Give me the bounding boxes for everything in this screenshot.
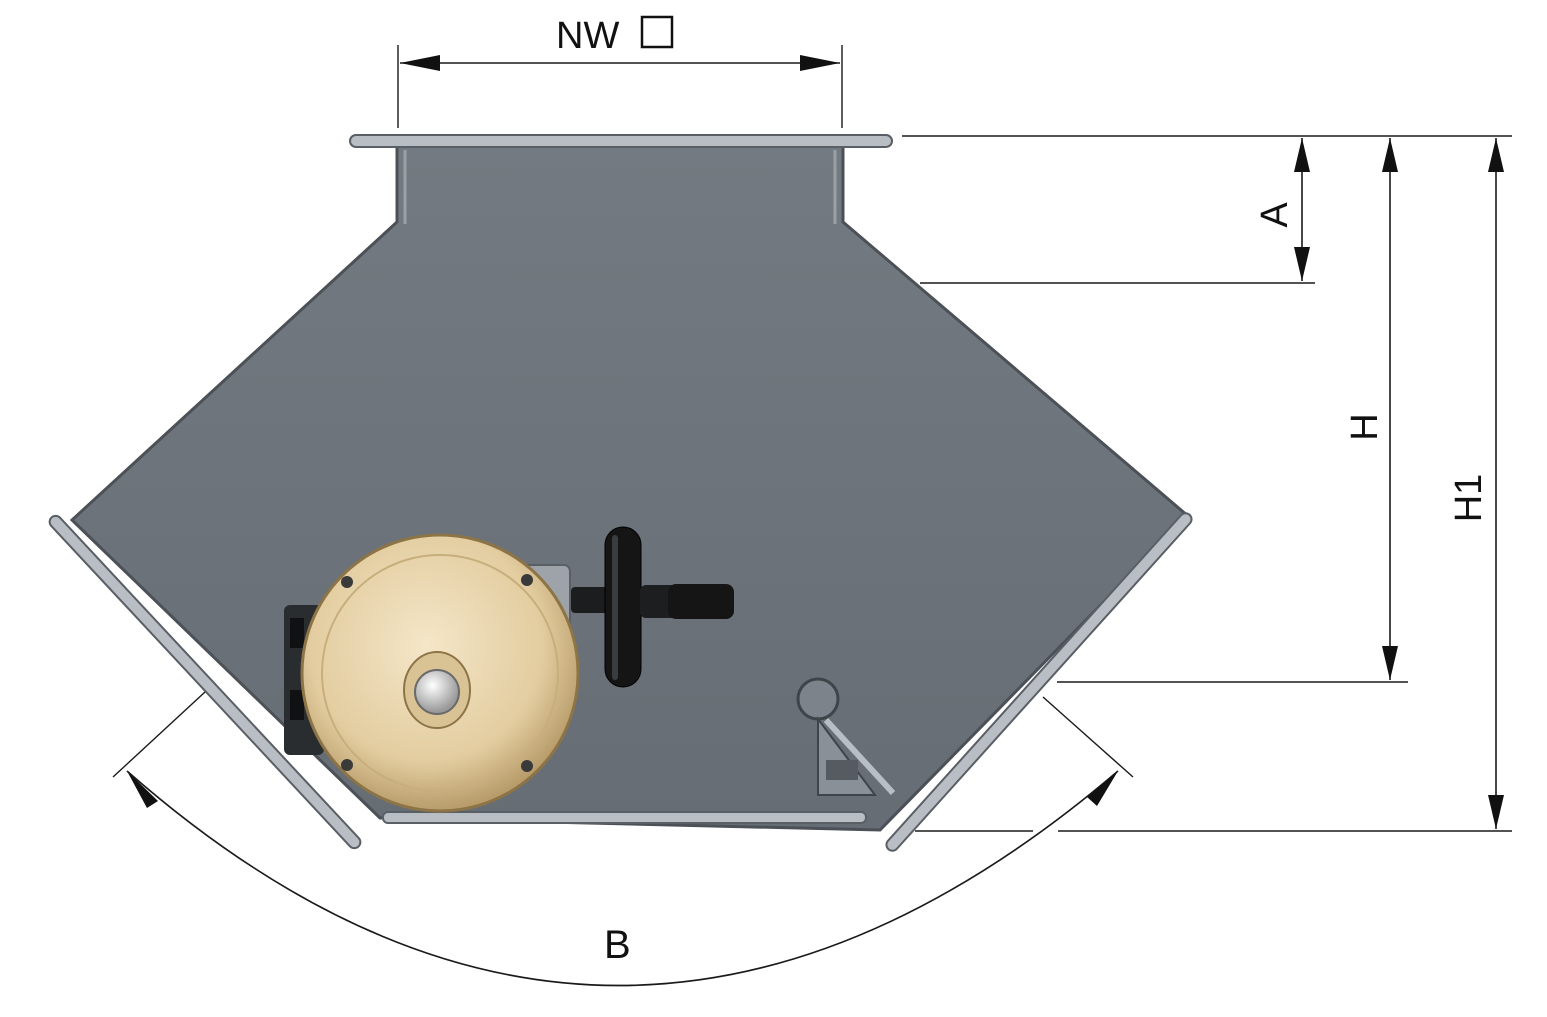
h1-label: H1 xyxy=(1448,474,1490,523)
a-label: A xyxy=(1254,202,1296,228)
handwheel-knob xyxy=(668,584,734,619)
square-icon xyxy=(640,15,674,49)
position-indicator xyxy=(796,677,896,796)
dimension-a: A xyxy=(902,135,1512,284)
b-label: B xyxy=(604,923,631,967)
actuator xyxy=(284,533,580,813)
nw-label: NW xyxy=(556,15,619,57)
h-label: H xyxy=(1344,413,1386,440)
dimension-nw: NW xyxy=(397,15,843,128)
inlet-flange xyxy=(349,134,893,148)
right-outlet-flange xyxy=(885,512,1193,852)
dimension-b: B xyxy=(112,691,1134,987)
handwheel xyxy=(571,526,734,688)
indicator-knob xyxy=(414,669,460,715)
screw-icon xyxy=(341,576,353,588)
bottom-flange xyxy=(382,811,867,824)
screw-icon xyxy=(341,759,353,771)
dimension-h: H xyxy=(1057,138,1408,683)
left-outlet-flange xyxy=(48,514,362,850)
screw-icon xyxy=(521,574,533,586)
dimension-h1: H1 xyxy=(915,138,1512,832)
screw-icon xyxy=(521,760,533,772)
